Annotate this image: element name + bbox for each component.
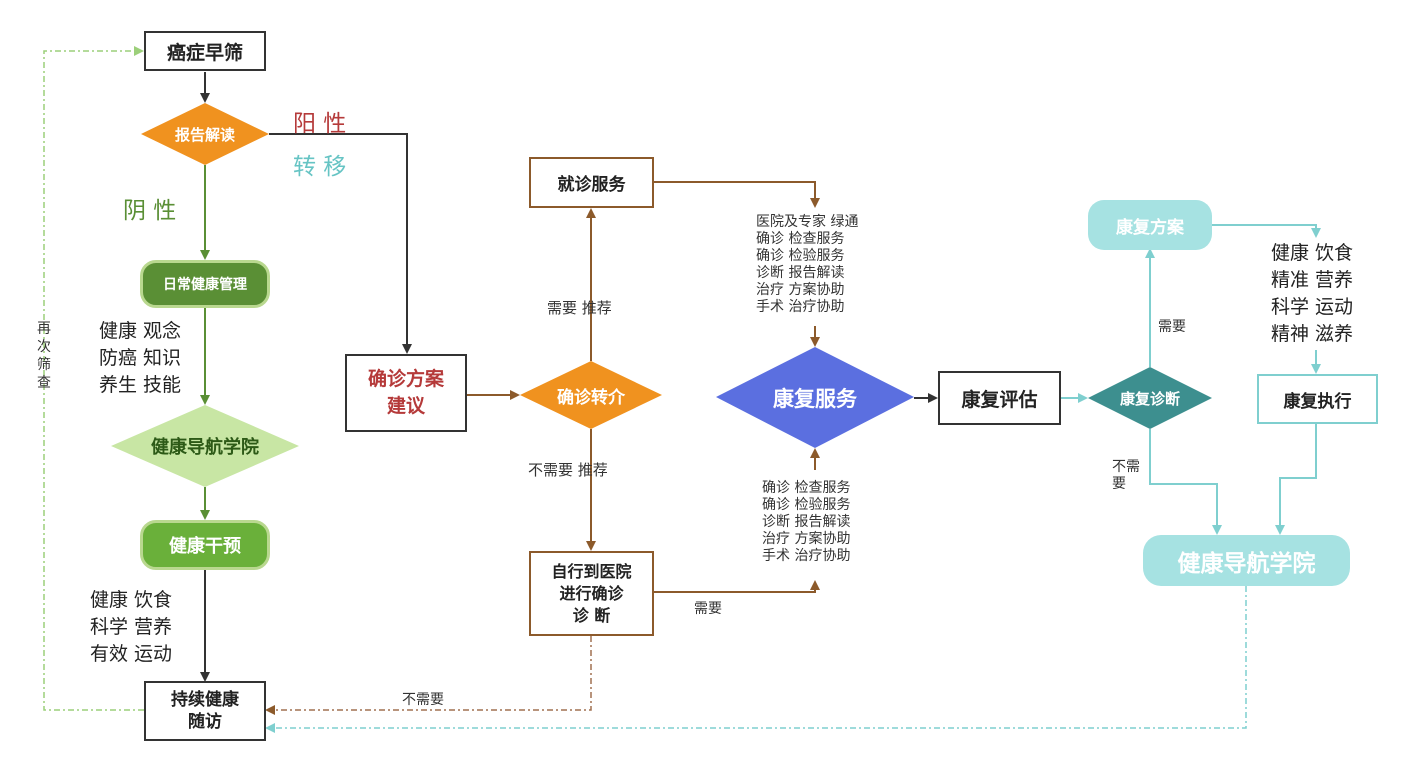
referral-diamond	[520, 361, 662, 429]
medical-service-node: 就诊服务	[529, 157, 654, 208]
negative-label: 阴 性	[123, 198, 177, 224]
edge-exec-academy	[1275, 424, 1317, 535]
edge-self-rehab	[654, 580, 820, 593]
rehab-exec-node: 康复执行	[1257, 374, 1378, 424]
rehab-items-text: 健康 饮食 精准 营养 科学 运动 精神 滋养	[1271, 242, 1354, 345]
need-bottom-label: 需要	[694, 601, 722, 617]
rehab-diagnosis-diamond	[1088, 367, 1212, 429]
report-reading-diamond	[141, 103, 269, 165]
metastasis-label: 转 移	[293, 154, 347, 180]
edge-diagnosis-academy	[1149, 429, 1222, 535]
rehab-diagnosis-label: 康复诊断	[1119, 389, 1180, 408]
follow-up-node: 持续健康 随访	[144, 681, 266, 741]
edge-plan-exec	[1212, 224, 1321, 238]
rehab-plan-node: 康复方案	[1088, 200, 1212, 250]
edge-report-positive	[269, 133, 412, 354]
diagnosis-plan-node: 确诊方案 建议	[345, 354, 467, 432]
intervention-items-text: 健康 饮食 科学 营养 有效 运动	[90, 589, 173, 665]
no-need-rehab-label: 不需 要	[1112, 459, 1140, 492]
report-reading-label: 报告解读	[174, 125, 235, 144]
need-recommend-label: 需要 推荐	[547, 299, 612, 317]
knowledge-text: 健康 观念 防癌 知识 养生 技能	[99, 320, 182, 396]
no-need-recommend-label: 不需要 推荐	[528, 461, 608, 479]
referral-label: 确诊转介	[557, 387, 625, 408]
daily-health-node: 日常健康管理	[140, 260, 270, 308]
screening-node: 癌症早筛	[144, 31, 266, 71]
academy-left-diamond	[111, 405, 299, 487]
rehab-service-label: 康复服务	[773, 387, 857, 411]
rescreen-label: 再 次 筛 查	[37, 321, 51, 391]
intervention-node: 健康干预	[140, 520, 270, 570]
rehab-service-diamond	[716, 347, 914, 448]
edge-service-rehab	[654, 181, 820, 208]
service-items-top: 医院及专家 绿通 确诊 检查服务 确诊 检验服务 诊断 报告解读 治疗 方案协助…	[756, 214, 859, 315]
self-hospital-node: 自行到医院 进行确诊 诊 断	[529, 551, 654, 636]
need-rehab-label: 需要	[1158, 319, 1186, 335]
no-need-bottom-label: 不需要	[402, 692, 444, 708]
rehab-assess-node: 康复评估	[938, 371, 1061, 425]
positive-label: 阳 性	[293, 111, 347, 137]
edge-self-followup	[265, 636, 592, 715]
academy-left-label: 健康导航学院	[151, 437, 259, 458]
edge-academy-followup	[265, 586, 1247, 733]
academy-right-node: 健康导航学院	[1143, 535, 1350, 586]
edge-rescreen-loop	[43, 46, 144, 711]
service-items-bottom: 确诊 检查服务 确诊 检验服务 诊断 报告解读 治疗 方案协助 手术 治疗协助	[762, 480, 851, 564]
